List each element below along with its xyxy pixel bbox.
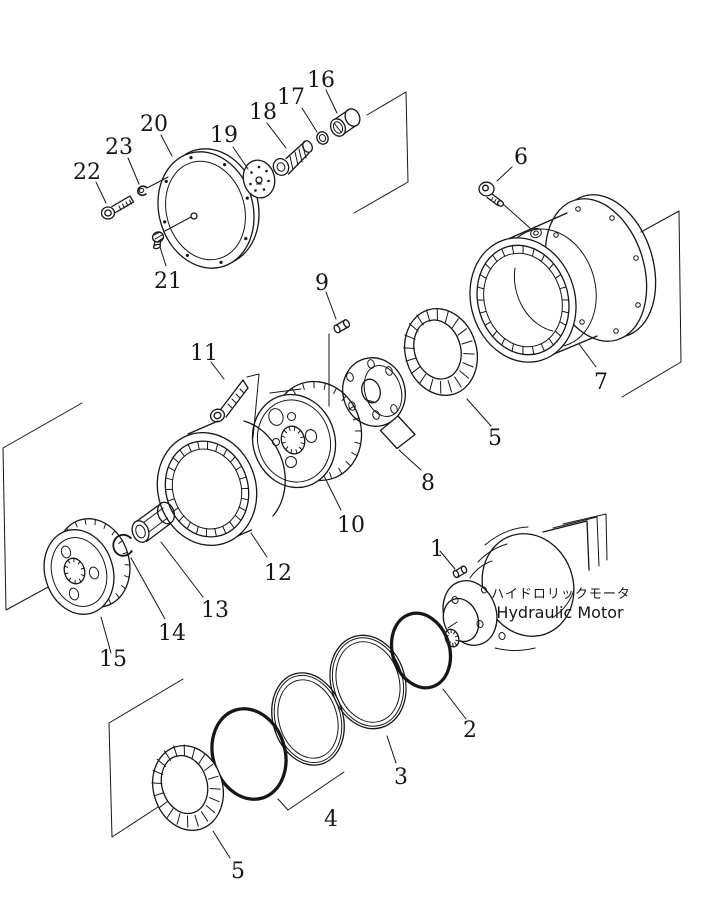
callout-4: 4 xyxy=(324,807,338,832)
leader-15 xyxy=(100,616,112,654)
leader-21 xyxy=(159,246,167,267)
leader-5-lower xyxy=(212,830,231,859)
callout-5-upper: 5 xyxy=(488,426,502,451)
carrier-spline-bore xyxy=(64,557,85,585)
part-22-bolt xyxy=(100,195,135,220)
part-13-sun-gear xyxy=(131,501,176,543)
leader-11 xyxy=(210,361,225,380)
bearing-rollers xyxy=(403,308,475,394)
leader-16 xyxy=(325,89,338,114)
part-14-snap-ring xyxy=(112,533,133,557)
callout-labels: 16 17 18 19 20 21 22 23 6 7 5 9 8 10 11 … xyxy=(73,68,608,884)
carrier-spline-bore xyxy=(280,426,306,454)
callout-5-lower: 5 xyxy=(231,859,245,884)
callout-13: 13 xyxy=(201,598,229,623)
callout-16: 16 xyxy=(307,68,335,93)
leader-8 xyxy=(398,449,422,471)
part-19-disc xyxy=(242,159,276,199)
leader-18 xyxy=(266,122,287,149)
leader-14 xyxy=(130,557,166,620)
callout-21: 21 xyxy=(154,269,182,294)
leader-lines xyxy=(95,89,597,859)
part-10-carrier xyxy=(251,380,363,489)
leader-2 xyxy=(442,688,467,720)
part-5-bearing-upper xyxy=(403,308,478,396)
part-20-cover xyxy=(157,148,260,269)
caption-japanese: ハイドロリックモータ xyxy=(491,587,631,602)
part-23-lock-washer xyxy=(137,185,148,197)
part-4-seal-ring xyxy=(271,672,345,766)
callout-9: 9 xyxy=(315,271,329,296)
group-boundary-lines xyxy=(2,91,682,838)
part-hydraulic-motor xyxy=(442,513,608,651)
cover-center-hole xyxy=(190,212,198,220)
part-1-pin xyxy=(452,565,468,579)
part-21-fitting xyxy=(151,231,165,250)
frame-left xyxy=(2,402,83,611)
part-18-valve-fitting xyxy=(272,140,313,176)
leader-9 xyxy=(325,291,337,320)
part-17-o-ring-small xyxy=(316,131,329,145)
callout-23: 23 xyxy=(105,135,133,160)
frame-bottom-left xyxy=(108,678,184,838)
bearing-rollers xyxy=(151,744,221,828)
housing-plug-port xyxy=(530,227,542,239)
assembly-line-21 xyxy=(164,216,192,232)
leader-20 xyxy=(160,134,173,157)
callout-7: 7 xyxy=(594,370,608,395)
callout-12: 12 xyxy=(264,561,292,586)
leader-13 xyxy=(160,541,204,598)
callout-6: 6 xyxy=(514,145,528,170)
callout-22: 22 xyxy=(73,160,101,185)
frame-right xyxy=(621,210,682,398)
leader-17 xyxy=(301,107,318,133)
part-7-housing xyxy=(469,194,657,363)
leader-23 xyxy=(127,157,140,185)
part-3-seal-ring xyxy=(329,634,407,730)
housing-inner-teeth xyxy=(477,245,569,355)
callout-11: 11 xyxy=(190,341,218,366)
part-9-pin xyxy=(333,319,351,334)
callout-20: 20 xyxy=(140,112,168,137)
leader-19 xyxy=(232,146,249,170)
callout-8: 8 xyxy=(421,471,435,496)
part-2-o-ring xyxy=(389,611,453,690)
plate-tab xyxy=(379,415,416,450)
callout-2: 2 xyxy=(463,718,477,743)
callout-3: 3 xyxy=(394,765,408,790)
callout-17: 17 xyxy=(277,85,305,110)
part-6-plug xyxy=(478,181,505,207)
part-15-carrier xyxy=(43,518,131,615)
assembly-line-6 xyxy=(502,203,532,230)
part-8-plate xyxy=(342,357,416,450)
part-16-bushing xyxy=(329,108,361,137)
assembly-line-11 xyxy=(246,373,260,439)
part-5-bearing-lower xyxy=(151,744,224,831)
leader-4-bracket xyxy=(277,771,345,811)
frame-top-right xyxy=(353,91,409,214)
callout-15: 15 xyxy=(99,647,127,672)
callout-14: 14 xyxy=(158,621,186,646)
leader-12 xyxy=(250,532,268,558)
caption-english: Hydraulic Motor xyxy=(496,603,624,622)
callout-19: 19 xyxy=(210,123,238,148)
leader-1 xyxy=(439,550,456,570)
part-12-ring-gear xyxy=(156,420,286,547)
callout-18: 18 xyxy=(249,100,277,125)
callout-10: 10 xyxy=(337,513,365,538)
leader-10 xyxy=(323,475,342,511)
leader-5-upper xyxy=(466,398,492,427)
assembly-line-23 xyxy=(146,176,169,189)
leader-7 xyxy=(578,343,597,368)
leader-3 xyxy=(386,735,397,764)
callout-1: 1 xyxy=(430,537,444,562)
part-11-bolt xyxy=(209,379,249,423)
leader-22 xyxy=(95,181,107,204)
leader-6 xyxy=(496,166,513,182)
motor-caption: ハイドロリックモータ Hydraulic Motor xyxy=(491,587,631,622)
